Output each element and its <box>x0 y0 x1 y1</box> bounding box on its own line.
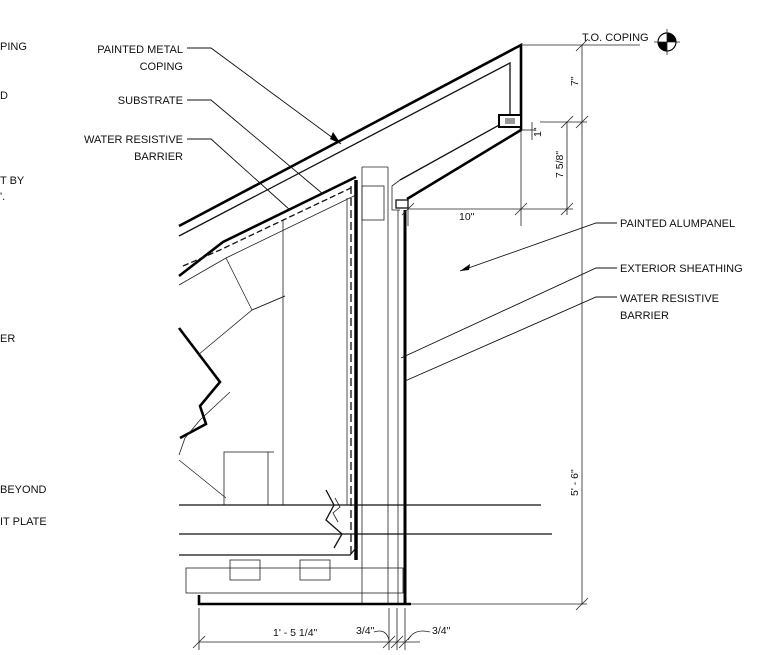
label-wrb-left-1: WATER RESISTIVE <box>84 134 183 146</box>
label-wrb-left-2: BARRIER <box>134 151 183 163</box>
label-exterior-sheathing: EXTERIOR SHEATHING <box>620 263 743 275</box>
dim-coping-rise: 7" <box>569 76 581 86</box>
leader-lines <box>187 47 617 382</box>
dim-gap-left: 3/4" <box>356 625 375 637</box>
horizontal-band <box>179 489 552 606</box>
label-substrate: SUBSTRATE <box>118 95 183 107</box>
label-wrb-right-2: BARRIER <box>620 310 669 322</box>
left-label-2: T BY <box>0 175 25 187</box>
broken-wall-outline <box>177 295 286 499</box>
left-label-6: IT PLATE <box>0 516 47 528</box>
left-label-0: PING <box>0 41 27 53</box>
dim-gap-right: 3/4" <box>432 625 451 637</box>
dim-total-height: 5' - 6" <box>569 469 581 496</box>
break-line-icon <box>332 497 341 523</box>
metal-coping <box>178 42 523 237</box>
label-painted-metal-coping-2: COPING <box>140 61 183 73</box>
dim-wall-width: 1' - 5 1/4" <box>273 627 318 639</box>
dim-small: 1" <box>532 127 544 137</box>
dimension-lines <box>192 38 640 650</box>
elevation-marker-label: T.O. COPING <box>582 32 649 44</box>
elevation-target-icon <box>654 29 680 55</box>
dim-overhang: 10" <box>459 211 475 223</box>
wall-layers <box>350 166 407 604</box>
label-painted-metal-coping-1: PAINTED METAL <box>97 44 183 56</box>
label-wrb-right-1: WATER RESISTIVE <box>620 293 719 305</box>
left-label-3: '. <box>0 191 5 203</box>
left-label-1: D <box>0 90 8 102</box>
dimension-labels: 7" 1" 7 5/8" 10" 5' - 6" 1' - 5 1/4" 3/4… <box>273 76 581 639</box>
label-painted-alumpanel: PAINTED ALUMPANEL <box>620 218 735 230</box>
left-clipped-labels: PING D T BY '. ER BEYOND IT PLATE <box>0 41 47 528</box>
dim-face: 7 5/8" <box>554 151 566 178</box>
sloped-substrate <box>178 175 357 311</box>
callout-labels: PAINTED METAL COPING SUBSTRATE WATER RES… <box>84 32 743 322</box>
left-label-4: ER <box>0 333 15 345</box>
left-label-5: BEYOND <box>0 484 47 496</box>
framing <box>223 198 348 506</box>
